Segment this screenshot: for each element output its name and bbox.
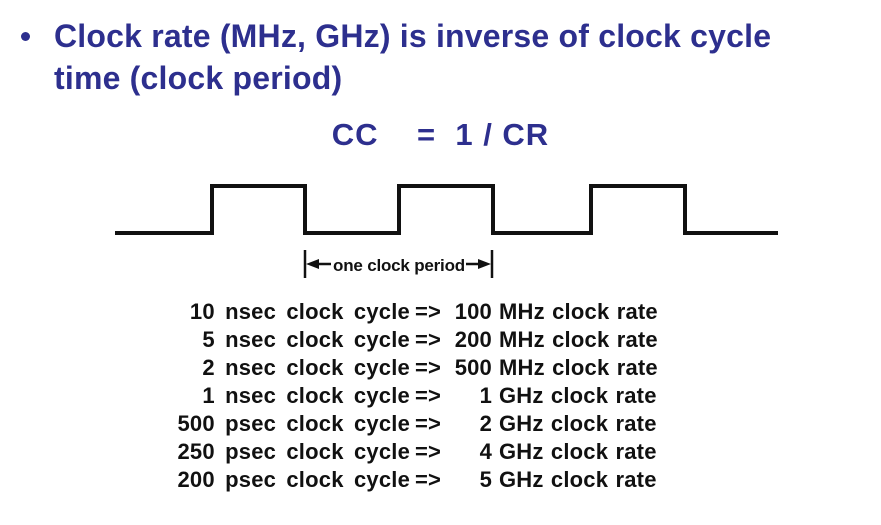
formula: CC = 1 / CR (331, 117, 550, 152)
clock-cycle-value: 250 psec clock cycle (177, 439, 410, 464)
clock-rate-number: 100 (454, 299, 492, 324)
title-line-2: time (clock period) (54, 60, 343, 96)
clock-cycle-value: 500 psec clock cycle (177, 411, 410, 436)
clock-rate-number: 200 (454, 327, 492, 352)
clock-rate-unit: GHz clock rate (499, 467, 657, 492)
clock-cycle-value: 5 nsec clock cycle (202, 327, 410, 352)
clock-rate-number: 500 (454, 355, 492, 380)
slide-title: Clock rate (MHz, GHz) is inverse of cloc… (54, 15, 869, 99)
conversion-row: 2 nsec clock cycle=> 500 MHz clock rate (140, 354, 658, 382)
clock-rate-number: 2 (479, 411, 492, 436)
implies-arrow: => (415, 439, 442, 464)
conversion-row: 500 psec clock cycle=> 2 GHz clock rate (140, 410, 658, 438)
clock-rate-number: 5 (479, 467, 492, 492)
clock-rate-unit: MHz clock rate (499, 355, 658, 380)
conversion-row: 1 nsec clock cycle=> 1 GHz clock rate (140, 382, 658, 410)
implies-arrow: => (415, 327, 442, 352)
conversion-row: 5 nsec clock cycle=> 200 MHz clock rate (140, 326, 658, 354)
conversion-row: 10 nsec clock cycle=> 100 MHz clock rate (140, 298, 658, 326)
implies-arrow: => (415, 383, 442, 408)
clock-cycle-value: 10 nsec clock cycle (189, 299, 410, 324)
clock-cycle-value: 2 nsec clock cycle (202, 355, 410, 380)
clock-rate-unit: GHz clock rate (499, 439, 657, 464)
clock-cycle-value: 200 psec clock cycle (177, 467, 410, 492)
clock-rate-unit: MHz clock rate (499, 299, 658, 324)
implies-arrow: => (415, 299, 442, 324)
clock-rate-unit: GHz clock rate (499, 411, 657, 436)
implies-arrow: => (415, 411, 442, 436)
conversion-row: 200 psec clock cycle=> 5 GHz clock rate (140, 466, 658, 494)
clock-rate-unit: GHz clock rate (499, 383, 657, 408)
left-arrow-icon (306, 259, 319, 269)
clock-rate-number: 1 (479, 383, 492, 408)
clock-waveform-diagram: one clock period (115, 184, 778, 278)
clock-rate-number: 4 (479, 439, 492, 464)
bullet-icon (21, 32, 30, 41)
clock-cycle-value: 1 nsec clock cycle (202, 383, 410, 408)
clock-rate-unit: MHz clock rate (499, 327, 658, 352)
right-arrow-icon (478, 259, 491, 269)
conversion-row: 250 psec clock cycle=> 4 GHz clock rate (140, 438, 658, 466)
period-annotation: one clock period (303, 250, 494, 278)
implies-arrow: => (415, 467, 442, 492)
title-line-1: Clock rate (MHz, GHz) is inverse of cloc… (54, 18, 772, 54)
implies-arrow: => (415, 355, 442, 380)
square-wave-path (115, 184, 778, 235)
period-label: one clock period (333, 256, 465, 275)
